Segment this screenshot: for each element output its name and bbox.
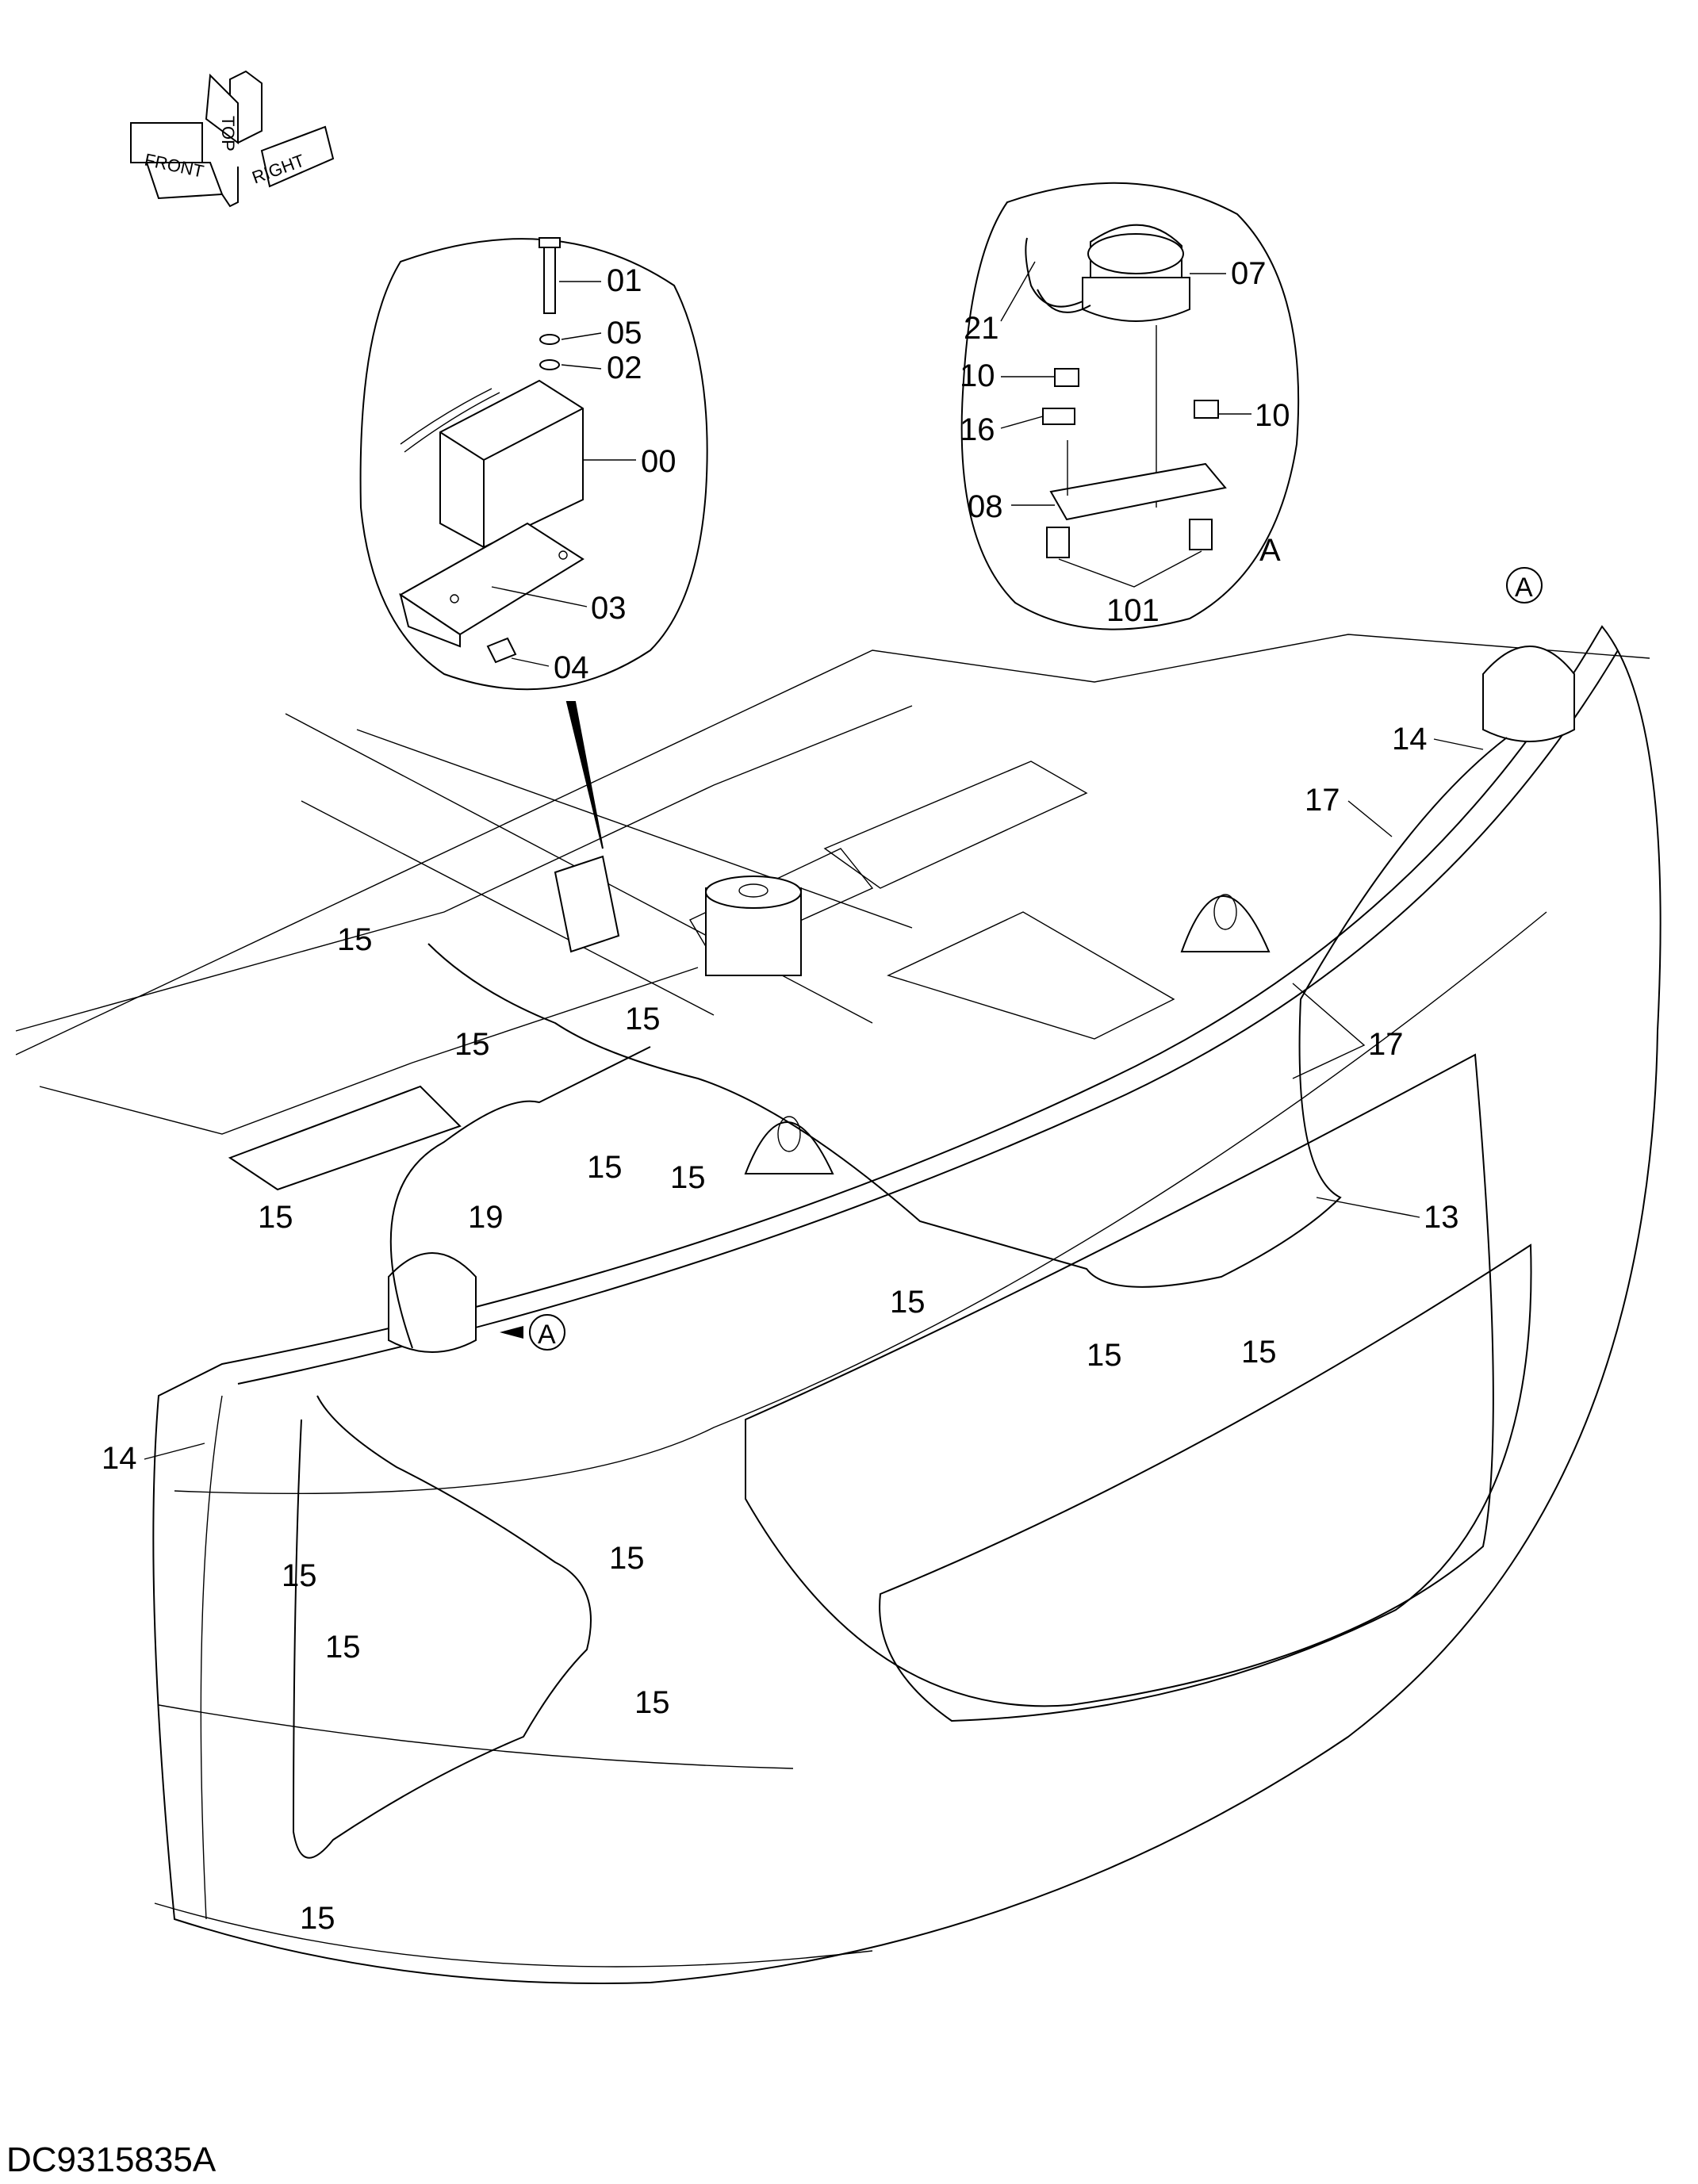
callout-101: 101 [1106, 593, 1159, 628]
callout-labels: 01 05 02 00 03 04 07 21 10 10 16 08 101 … [102, 256, 1543, 1936]
orientation-top-label: TOP [218, 116, 238, 151]
detail-controller-box [359, 237, 708, 849]
callout-13: 13 [1424, 1200, 1459, 1235]
callout-15-i: 15 [1241, 1335, 1277, 1370]
callout-21: 21 [964, 311, 999, 346]
callout-08: 08 [968, 489, 1003, 524]
callout-01: 01 [607, 263, 642, 298]
callout-05: 05 [607, 316, 642, 351]
detail-ref-A-left: A [538, 1320, 556, 1350]
callout-15-a: 15 [337, 922, 373, 957]
callout-15-k: 15 [609, 1541, 645, 1576]
callout-15-j: 15 [282, 1558, 317, 1593]
orientation-symbol: FRONT TOP RIGHT [130, 70, 335, 208]
callout-00: 00 [641, 444, 677, 479]
callout-07: 07 [1231, 256, 1267, 291]
callout-15-g: 15 [890, 1285, 926, 1320]
callout-17-mid: 17 [1368, 1027, 1404, 1062]
callout-15-m: 15 [634, 1685, 670, 1720]
callout-19: 19 [468, 1200, 504, 1235]
callout-15-n: 15 [300, 1901, 335, 1936]
detail-beacon-lamp [960, 182, 1300, 630]
callout-14-top: 14 [1392, 722, 1428, 757]
leader-lines [144, 261, 1484, 1460]
callout-15-f: 15 [258, 1200, 293, 1235]
callout-15-d: 15 [587, 1150, 623, 1185]
callout-16: 16 [960, 412, 995, 447]
callout-17-top: 17 [1305, 783, 1340, 818]
detail-ref-A-top: A [1515, 573, 1533, 603]
callout-02: 02 [607, 351, 642, 385]
detail-ref-A-bubble: A [1259, 533, 1281, 568]
machine-body [15, 625, 1662, 1984]
callout-15-c: 15 [454, 1027, 490, 1062]
callout-04: 04 [554, 650, 589, 685]
callout-10-left: 10 [960, 358, 995, 393]
callout-15-b: 15 [625, 1002, 661, 1036]
callout-15-e: 15 [670, 1160, 706, 1195]
callout-10-right: 10 [1255, 398, 1290, 433]
callout-03: 03 [591, 591, 627, 626]
callout-15-l: 15 [325, 1630, 361, 1665]
callout-14-bottom: 14 [102, 1441, 137, 1476]
callout-15-h: 15 [1087, 1338, 1122, 1373]
drawing-id: DC9315835A [6, 2140, 217, 2179]
